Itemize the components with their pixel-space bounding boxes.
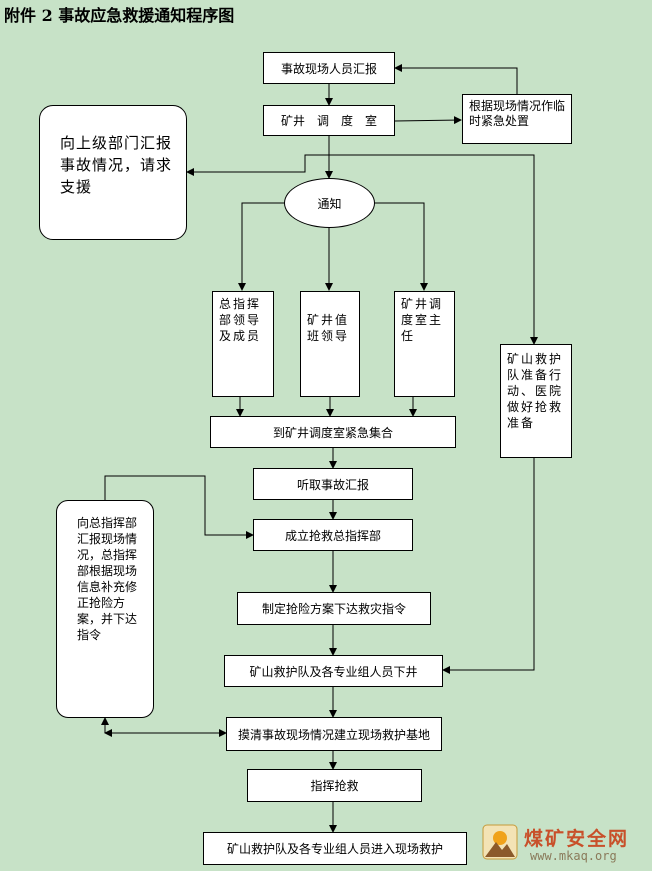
node-plan: 制定抢险方案下达救灾指令 bbox=[237, 592, 431, 625]
logo-emblem-icon bbox=[482, 824, 518, 860]
logo-url: www.mkaq.org bbox=[530, 849, 617, 863]
site-logo: 煤矿安全网 www.mkaq.org bbox=[480, 822, 648, 868]
node-duty-leader: 矿井值班领导 bbox=[300, 291, 360, 397]
node-gather: 到矿井调度室紧急集合 bbox=[210, 416, 456, 448]
logo-name: 煤矿安全网 bbox=[524, 828, 630, 850]
node-report-upper: 向上级部门汇报事故情况，请求支援 bbox=[39, 105, 187, 240]
node-enter-scene: 矿山救护队及各专业组人员进入现场救护 bbox=[203, 832, 467, 865]
node-command-rescue: 指挥抢救 bbox=[247, 769, 422, 802]
node-rescue-prep: 矿山救护队准备行动、医院做好抢救准备 bbox=[500, 344, 572, 458]
node-hear-report: 听取事故汇报 bbox=[253, 468, 413, 500]
node-set-command: 成立抢救总指挥部 bbox=[253, 519, 413, 551]
node-feedback: 向总指挥部汇报现场情况，总指挥部根据现场信息补充修正抢险方案，并下达指令 bbox=[56, 500, 154, 718]
node-base: 摸清事故现场情况建立现场救护基地 bbox=[226, 717, 442, 751]
node-notify: 通知 bbox=[284, 178, 375, 228]
node-descend: 矿山救护队及各专业组人员下井 bbox=[224, 655, 443, 687]
page-title: 附件 2 事故应急救援通知程序图 bbox=[4, 6, 235, 25]
node-dispatch-room: 矿井 调 度 室 bbox=[263, 105, 395, 136]
node-report-scene: 事故现场人员汇报 bbox=[263, 52, 395, 84]
node-dispatch-head: 矿井调度室主任 bbox=[394, 291, 455, 397]
node-handle-temp: 根据现场情况作临时紧急处置 bbox=[462, 94, 572, 144]
node-commanders: 总指挥部领导及成员 bbox=[212, 291, 274, 397]
